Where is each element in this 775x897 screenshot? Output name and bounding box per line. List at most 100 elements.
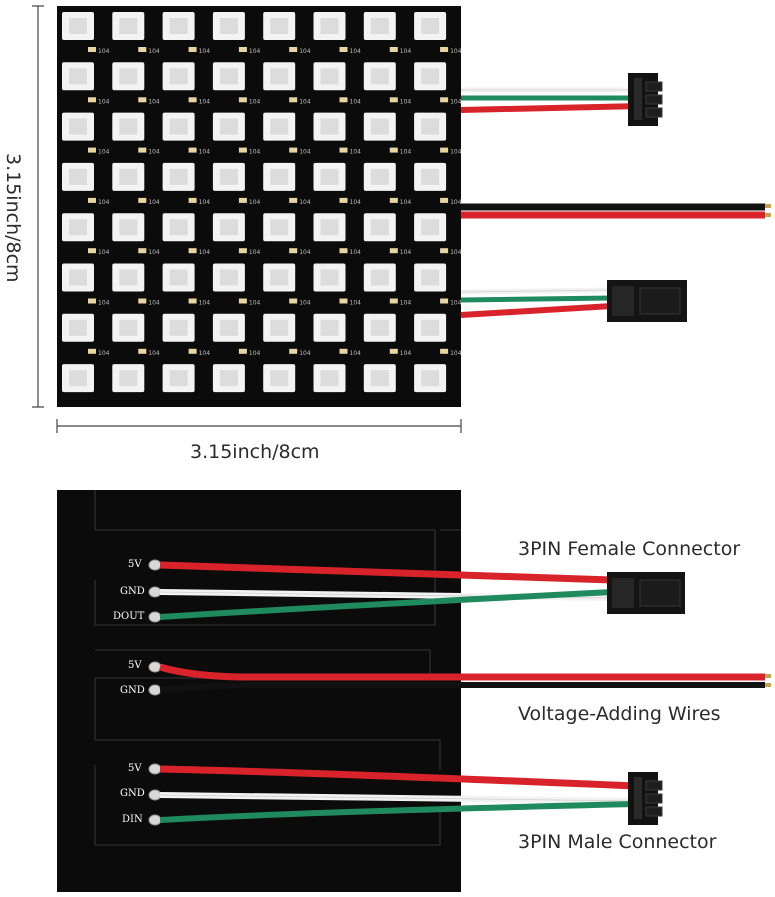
solder-pad bbox=[148, 559, 162, 571]
led-lens bbox=[119, 370, 138, 387]
capacitor bbox=[138, 348, 147, 354]
top-voltage-wires bbox=[461, 203, 771, 219]
resistor-mark: 104 bbox=[350, 350, 362, 357]
led-lens bbox=[370, 18, 389, 34]
height-dimension-label: 3.15inch/8cm bbox=[2, 153, 24, 283]
pad-label-gnd-2: GND bbox=[120, 685, 145, 696]
led-lens bbox=[421, 68, 440, 85]
resistor-mark: 104 bbox=[98, 350, 110, 357]
led-grid: 104 104 104 104 104 104 104 104 104 104 104 104 104 1… bbox=[62, 12, 462, 393]
bottom-wire-group-female bbox=[159, 561, 613, 620]
resistor-mark: 104 bbox=[199, 300, 211, 307]
resistor-mark: 104 bbox=[249, 48, 261, 55]
capacitor bbox=[339, 47, 348, 52]
led-lens bbox=[119, 168, 138, 185]
width-dimension-marker bbox=[56, 419, 462, 433]
resistor-mark: 104 bbox=[400, 350, 412, 357]
led-lens bbox=[69, 219, 87, 236]
led-lens bbox=[370, 219, 389, 236]
led-lens bbox=[169, 370, 188, 387]
resistor-mark: 104 bbox=[98, 98, 110, 105]
resistor-mark: 104 bbox=[450, 300, 462, 307]
led-lens bbox=[69, 118, 87, 135]
led-lens bbox=[119, 219, 138, 236]
resistor-mark: 104 bbox=[450, 98, 462, 105]
solder-pad bbox=[148, 684, 162, 696]
capacitor bbox=[389, 147, 398, 153]
led-lens bbox=[169, 18, 188, 34]
resistor-mark: 104 bbox=[450, 350, 462, 357]
capacitor bbox=[138, 147, 147, 153]
solder-pad bbox=[148, 814, 162, 826]
led-lens bbox=[119, 319, 138, 336]
capacitor bbox=[389, 298, 398, 304]
capacitor bbox=[238, 147, 247, 153]
capacitor bbox=[389, 97, 398, 103]
led-lens bbox=[169, 269, 188, 286]
led-lens bbox=[320, 269, 339, 286]
led-lens bbox=[370, 370, 389, 387]
solder-pad bbox=[148, 763, 162, 775]
bottom-connector-female bbox=[607, 572, 685, 614]
capacitor bbox=[289, 197, 298, 203]
led-lens bbox=[421, 269, 440, 286]
resistor-mark: 104 bbox=[299, 249, 311, 256]
led-lens bbox=[69, 370, 87, 387]
pad-label-gnd-3: GND bbox=[120, 788, 145, 799]
capacitor bbox=[88, 197, 96, 203]
capacitor bbox=[188, 298, 197, 304]
capacitor bbox=[188, 197, 197, 203]
led-lens bbox=[219, 18, 238, 34]
led-lens bbox=[119, 18, 138, 34]
width-dimension-label: 3.15inch/8cm bbox=[190, 441, 320, 463]
led-lens bbox=[320, 68, 339, 85]
resistor-mark: 104 bbox=[98, 199, 110, 206]
pad-label-din: DIN bbox=[122, 814, 143, 825]
resistor-mark: 104 bbox=[249, 98, 261, 105]
pad-label-5v-3: 5V bbox=[128, 763, 142, 774]
led-lens bbox=[370, 319, 389, 336]
capacitor bbox=[289, 248, 298, 254]
resistor-mark: 104 bbox=[400, 98, 412, 105]
voltage-wires-label: Voltage-Adding Wires bbox=[518, 703, 721, 725]
top-connector-female bbox=[628, 73, 663, 126]
solder-pad bbox=[148, 611, 162, 623]
led-lens bbox=[119, 118, 138, 135]
led-lens bbox=[421, 18, 440, 34]
led-lens bbox=[270, 168, 289, 185]
capacitor bbox=[339, 298, 348, 304]
resistor-mark: 104 bbox=[148, 300, 160, 307]
solder-pad bbox=[148, 789, 162, 801]
led-lens bbox=[69, 269, 87, 286]
resistor-mark: 104 bbox=[148, 350, 160, 357]
capacitor bbox=[188, 348, 197, 354]
resistor-mark: 104 bbox=[148, 149, 160, 156]
capacitor bbox=[138, 197, 147, 203]
capacitor bbox=[238, 47, 247, 52]
resistor-mark: 104 bbox=[98, 249, 110, 256]
resistor-mark: 104 bbox=[199, 48, 211, 55]
top-connector-male bbox=[607, 280, 687, 322]
solder-pad bbox=[148, 586, 162, 598]
resistor-mark: 104 bbox=[299, 300, 311, 307]
capacitor bbox=[339, 197, 348, 203]
led-lens bbox=[69, 319, 87, 336]
led-lens bbox=[421, 168, 440, 185]
led-lens bbox=[69, 68, 87, 85]
capacitor bbox=[339, 348, 348, 354]
capacitor bbox=[289, 47, 298, 52]
resistor-mark: 104 bbox=[299, 98, 311, 105]
resistor-mark: 104 bbox=[450, 249, 462, 256]
resistor-mark: 104 bbox=[450, 149, 462, 156]
resistor-mark: 104 bbox=[400, 48, 412, 55]
resistor-mark: 104 bbox=[98, 48, 110, 55]
led-lens bbox=[169, 219, 188, 236]
led-lens bbox=[370, 68, 389, 85]
resistor-mark: 104 bbox=[249, 149, 261, 156]
led-lens bbox=[270, 18, 289, 34]
resistor-mark: 104 bbox=[350, 249, 362, 256]
led-lens bbox=[169, 68, 188, 85]
resistor-mark: 104 bbox=[350, 149, 362, 156]
resistor-mark: 104 bbox=[400, 149, 412, 156]
led-lens bbox=[270, 219, 289, 236]
